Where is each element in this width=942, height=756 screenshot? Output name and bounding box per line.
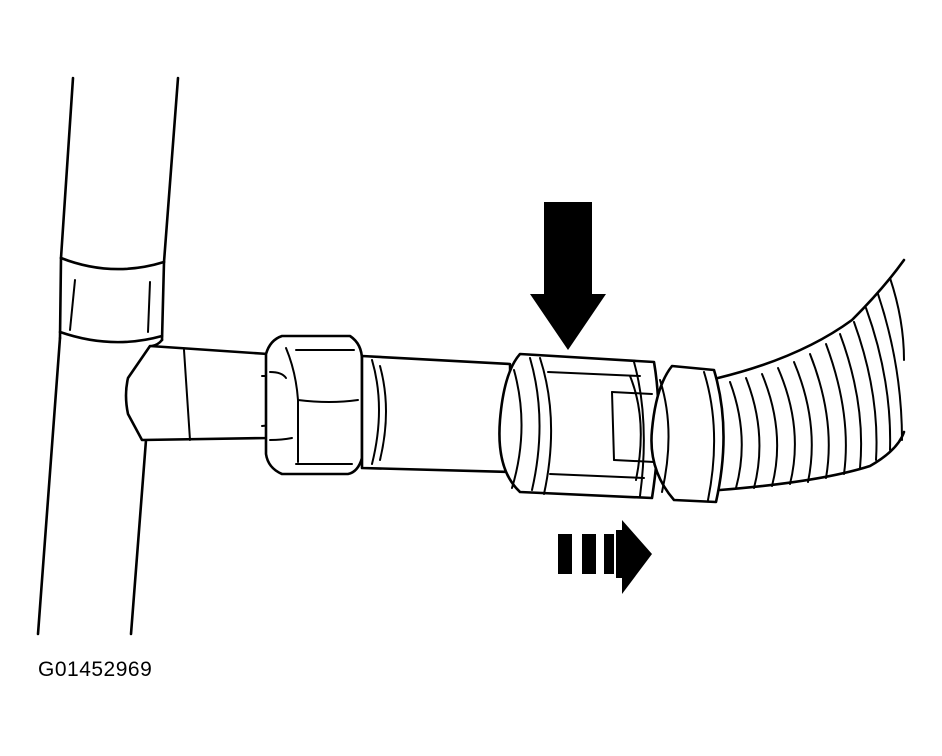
dashed-right-arrow-icon	[558, 520, 652, 594]
figure-id-label: G01452969	[38, 658, 153, 681]
vertical-pipe-upper	[59, 76, 180, 264]
connecting-tube	[360, 354, 514, 474]
pipe-collar	[58, 256, 166, 344]
tee-fitting	[124, 344, 283, 442]
retainer-collar	[650, 364, 725, 504]
corrugated-hose	[716, 258, 906, 492]
quick-connector	[498, 352, 660, 500]
solid-down-arrow-icon	[530, 202, 606, 350]
hex-nut	[264, 334, 364, 476]
